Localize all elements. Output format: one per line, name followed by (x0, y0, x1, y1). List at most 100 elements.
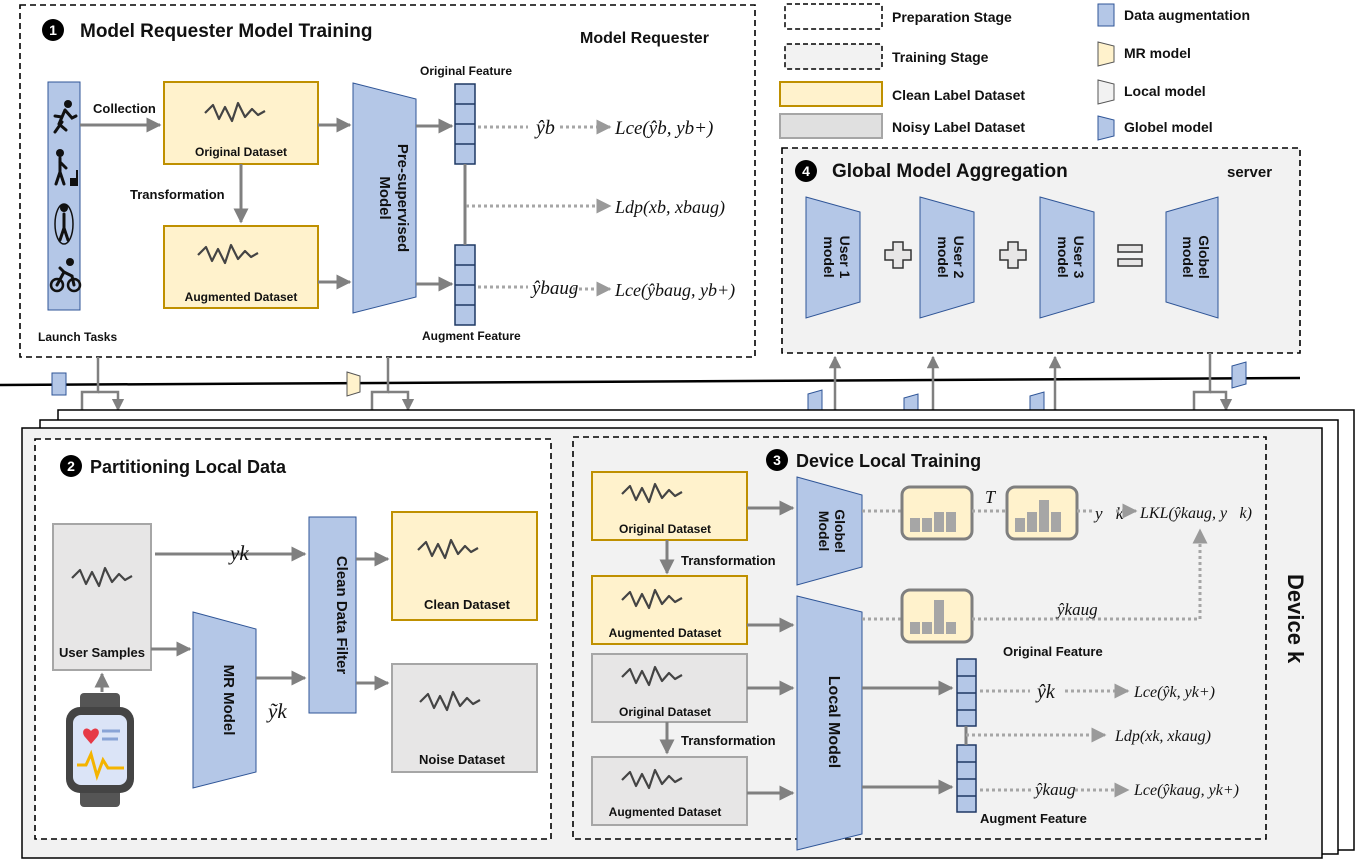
softened-logits-histogram (1005, 485, 1079, 541)
svg-text:1: 1 (49, 22, 57, 38)
device-original-feature-vector (956, 658, 977, 727)
device-global-model (796, 476, 863, 586)
jump-rope-icon (54, 203, 74, 245)
legend-noisy-label: Noisy Label Dataset (892, 119, 1025, 135)
cycling-icon (49, 258, 82, 293)
user-samples-box (52, 523, 152, 671)
step-2-badge (60, 455, 82, 477)
panel-local-training: 3 Device Local Training Original Dataset… (572, 436, 1267, 851)
legend-training-label: Training Stage (892, 49, 989, 65)
loss-kl: LKL(ŷkaug, y⃗k) (1139, 505, 1252, 522)
user2-model (919, 196, 975, 319)
mr-model-label: MR Model (220, 665, 237, 736)
mr-model (192, 611, 257, 789)
user3-model-label: User 3model (1055, 236, 1087, 279)
pre-supervised-model-label: Pre-supervisedModel (376, 144, 411, 252)
legend-preparation-label: Preparation Stage (892, 9, 1012, 25)
yhat-b-aug: ŷbaug (530, 278, 578, 299)
transformation-label: Transformation (130, 187, 225, 202)
noisy-augmented-dataset-box (591, 756, 748, 826)
local-logits-histogram (900, 588, 974, 644)
device-augment-feature-label: Augment Feature (980, 811, 1087, 826)
step-1-badge (42, 19, 64, 41)
panel-model-requester: 1 Model Requester Model Training Model R… (19, 4, 756, 358)
device-augment-feature-vector (956, 744, 977, 813)
y-vec-k: y⃗k (1093, 504, 1124, 523)
network-divider (0, 376, 1301, 387)
user1-model (805, 196, 861, 319)
noisy-original-label: Original Dataset (619, 705, 711, 719)
user-samples-label: User Samples (59, 645, 145, 660)
legend-clean-swatch (779, 81, 883, 107)
yhat-k: ŷk (1035, 681, 1056, 703)
y-k: yk (228, 541, 249, 565)
noisy-augmented-label: Augmented Dataset (609, 805, 722, 819)
loss-dp-k: Ldp(xk, xkaug) (1114, 728, 1211, 745)
legend-global-model-label: Globel model (1124, 119, 1213, 135)
device-label: Device k (1283, 574, 1308, 664)
stairs-icon (54, 149, 78, 186)
clean-original-dataset-box (591, 471, 748, 541)
aug-transfer-icon (51, 372, 67, 396)
collection-label: Collection (93, 101, 156, 116)
device-original-feature-label: Original Feature (1003, 644, 1103, 659)
legend-augmentation-label: Data augmentation (1124, 7, 1250, 23)
step-4-badge (795, 160, 817, 182)
smartwatch-icon (66, 693, 134, 807)
original-dataset-box (163, 81, 319, 165)
clean-original-label: Original Dataset (619, 522, 711, 536)
temperature-label: T (985, 487, 997, 507)
legend-augmentation-swatch (1097, 3, 1115, 27)
plus-icon (884, 241, 912, 269)
svg-text:3: 3 (773, 452, 781, 468)
clean-transformation-label: Transformation (681, 553, 776, 568)
panel2-title: Partitioning Local Data (90, 457, 287, 477)
loss-ce-k: Lce(ŷk, yk+) (1133, 684, 1215, 701)
original-dataset-label: Original Dataset (195, 145, 287, 159)
augmented-dataset-box (163, 225, 319, 309)
global-model-label: Globelmodel (1180, 235, 1212, 279)
clean-data-filter-label: Clean Data Filter (333, 556, 350, 675)
legend-training-swatch (784, 43, 883, 70)
panel1-title: Model Requester Model Training (80, 21, 372, 42)
local-model-label: Local Model (825, 676, 842, 768)
legend: Preparation Stage Training Stage Clean L… (779, 3, 1250, 141)
legend-local-model-icon (1097, 79, 1115, 105)
noisy-original-dataset-box (591, 653, 748, 723)
local-to-kl-arrow (972, 528, 1208, 621)
svg-text:4: 4 (802, 163, 810, 179)
original-feature-vector (454, 83, 476, 165)
loss-ce-b: Lce(ŷb, yb+) (614, 118, 713, 139)
augment-feature-vector (454, 244, 476, 326)
global-model (1165, 196, 1219, 319)
augment-feature-label: Augment Feature (422, 329, 521, 343)
panel3-title: Device Local Training (796, 451, 981, 471)
loss-ce-b-aug: Lce(ŷbaug, yb+) (614, 280, 735, 301)
ytilde-k: ỹk (266, 699, 287, 723)
legend-clean-label: Clean Label Dataset (892, 87, 1025, 103)
noise-dataset-label: Noise Dataset (419, 752, 506, 767)
user2-model-label: User 2model (935, 236, 967, 279)
yhat-k-aug: ŷkaug (1033, 780, 1076, 799)
user3-model (1039, 196, 1095, 319)
legend-preparation-swatch (784, 3, 883, 30)
local-model (796, 595, 863, 851)
plus-icon (999, 241, 1027, 269)
loss-dp-b: Ldp(xb, xbaug) (614, 197, 725, 218)
global-logits-histogram (900, 485, 974, 541)
pre-supervised-model (352, 82, 417, 314)
panel-global-aggregation: 4 Global Model Aggregation server User 1… (781, 147, 1301, 354)
augmented-dataset-label: Augmented Dataset (185, 290, 298, 304)
noise-dataset-box (391, 663, 538, 773)
panel-partitioning: 2 Partitioning Local Data User Samples y… (34, 438, 552, 840)
launch-tasks-label: Launch Tasks (38, 330, 117, 344)
legend-global-model-icon (1097, 115, 1115, 141)
panel1-role: Model Requester (580, 30, 709, 47)
user1-model-label: User 1model (821, 236, 853, 279)
svg-text:2: 2 (67, 458, 75, 474)
global-download-icon (1231, 361, 1247, 389)
legend-local-model-label: Local model (1124, 83, 1206, 99)
loss-ce-k-aug: Lce(ŷkaug, yk+) (1133, 782, 1239, 799)
mr-transfer-icon (346, 371, 361, 397)
equals-icon (1117, 244, 1143, 267)
